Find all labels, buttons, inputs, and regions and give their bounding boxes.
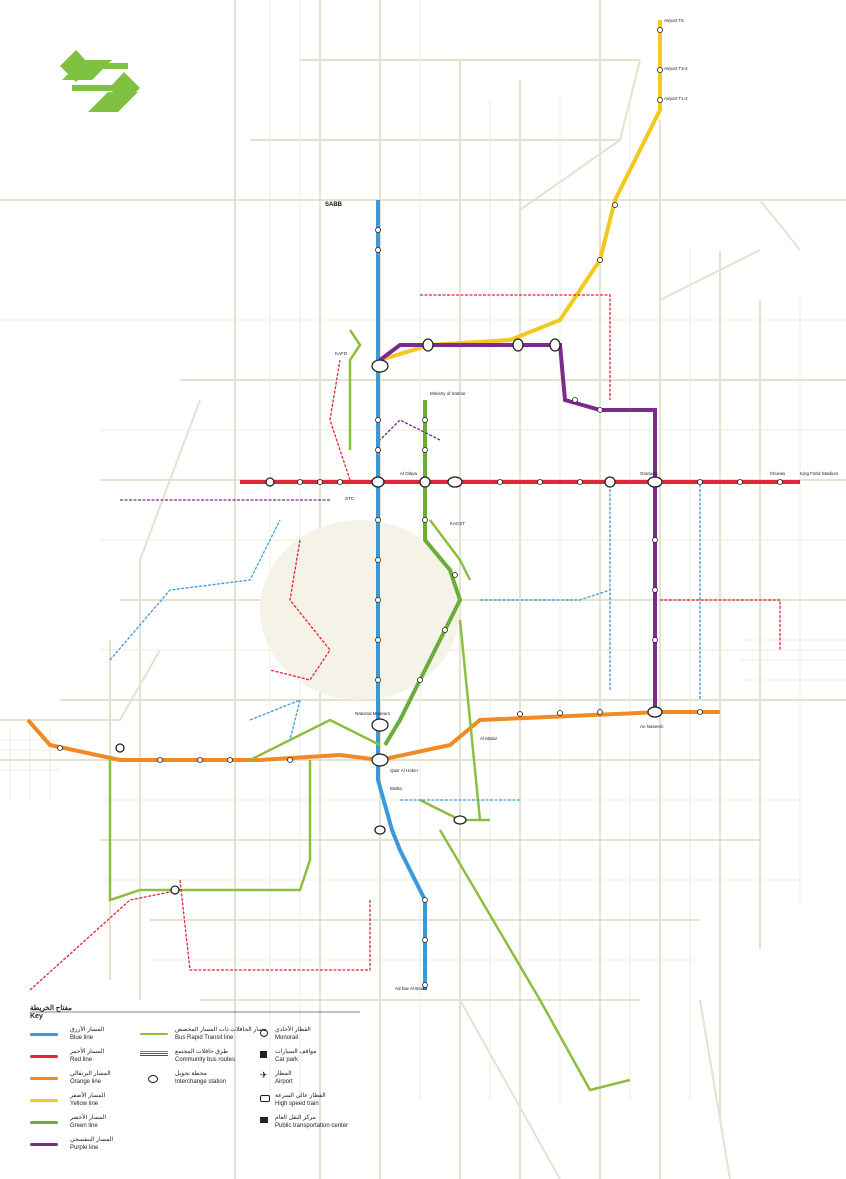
station-label-an-naseem: An Naseem	[640, 724, 664, 729]
key-ptc-ar: مركز النقل العام	[275, 1115, 316, 1121]
key-interchange-en: Interchange station	[175, 1079, 227, 1085]
key-green-ar: المسار الأخضر	[70, 1115, 107, 1121]
key-hst-en: High speed train	[275, 1101, 319, 1107]
car-park-icon	[260, 1051, 267, 1058]
station-label-sabb: SABB	[325, 202, 343, 208]
station-label-stc: STC	[345, 496, 355, 501]
key-airport-en: Airport	[275, 1079, 293, 1085]
key-ptc-en: Public transportation center	[275, 1123, 349, 1129]
key-title-ar: مفتاح الخريطة	[30, 1005, 72, 1012]
station-label-king-fahd-stadium: King Fahd Stadium	[800, 471, 839, 476]
station-label-kacst: KACST	[450, 521, 465, 526]
monorail-icon	[260, 1029, 268, 1037]
key-red-ar: المسار الأحمر	[70, 1049, 105, 1055]
key-community-en: Community bus routes	[175, 1057, 236, 1063]
community-bus-routes	[29, 294, 781, 991]
transport-center-icon	[260, 1117, 268, 1123]
old-city-area	[260, 520, 460, 700]
station-label-airport-t34: Airport T3-4	[664, 66, 688, 71]
key-swatch-orange	[30, 1077, 58, 1080]
key-brt-ar: مسار الحافلات ذات المسار المخصص	[175, 1027, 267, 1033]
key-green-en: Green line	[70, 1123, 98, 1129]
station-label-qasr-al-hokm: Qasr Al Hokm	[390, 768, 418, 773]
key-carpark-en: Car park	[275, 1057, 299, 1063]
station-label-airport-t12: Airport T1-2	[664, 96, 688, 101]
metro-logo	[60, 50, 140, 112]
key-swatch-red	[30, 1055, 58, 1058]
key-brt-en: Bus Rapid Transit line	[175, 1035, 234, 1041]
key-red-en: Red line	[70, 1057, 93, 1063]
key-blue-en: Blue line	[70, 1035, 94, 1041]
key-yellow-ar: المسار الأصفر	[70, 1093, 106, 1099]
key-airport-ar: المطار	[275, 1071, 292, 1077]
map-key: مفتاح الخريطة Key المسار الأزرق Blue lin…	[30, 1005, 360, 1155]
key-blue-ar: المسار الأزرق	[70, 1027, 105, 1033]
high-speed-train-icon	[260, 1095, 270, 1102]
key-swatch-community	[140, 1051, 168, 1056]
airport-icon: ✈	[260, 1070, 268, 1080]
key-swatch-green	[30, 1121, 58, 1124]
key-hst-ar: القطار عالي السرعة	[275, 1093, 326, 1099]
key-interchange-ar: محطة تحويل	[175, 1071, 207, 1077]
key-orange-ar: المسار البرتقالي	[70, 1071, 111, 1077]
station-dots	[57, 27, 783, 988]
station-label-al-olaya: Al Olaya	[400, 471, 418, 476]
station-label-airport-t5: Airport T5	[664, 18, 684, 23]
key-swatch-brt	[140, 1033, 168, 1035]
brt-lines	[108, 329, 631, 1092]
station-label-al-malaz: Al Malaz	[480, 736, 498, 741]
station-label-khurais: Khurais	[770, 471, 786, 476]
key-swatch-purple	[30, 1143, 58, 1146]
key-title-en: Key	[30, 1013, 43, 1020]
station-label-ad-dar-al-baida: Ad Dar Al Baida	[395, 986, 427, 991]
green-line	[383, 400, 463, 747]
station-label-granada: Granada	[640, 471, 658, 476]
station-label-batha: Batha	[390, 786, 402, 791]
orange-line	[26, 710, 720, 763]
station-label-ministry-of-interior: Ministry of Interior	[430, 391, 466, 396]
station-label-kafd: KAFD	[335, 351, 348, 356]
interchange-stations	[115, 338, 663, 895]
key-swatch-yellow	[30, 1099, 58, 1102]
key-community-ar: طرق حافلات المجتمع	[175, 1049, 229, 1055]
station-label-national-museum: National Museum	[355, 711, 390, 716]
key-swatch-blue	[30, 1033, 58, 1036]
key-monorail-ar: القطار الأحادي	[275, 1027, 311, 1033]
key-purple-en: Purple line	[70, 1145, 99, 1151]
key-orange-en: Orange line	[70, 1079, 102, 1085]
key-yellow-en: Yellow line	[70, 1101, 99, 1107]
key-monorail-en: Monorail	[275, 1035, 299, 1041]
key-swatch-interchange	[148, 1075, 158, 1083]
key-carpark-ar: مواقف السيارات	[275, 1049, 317, 1055]
key-purple-ar: المسار البنفسجي	[70, 1137, 114, 1143]
